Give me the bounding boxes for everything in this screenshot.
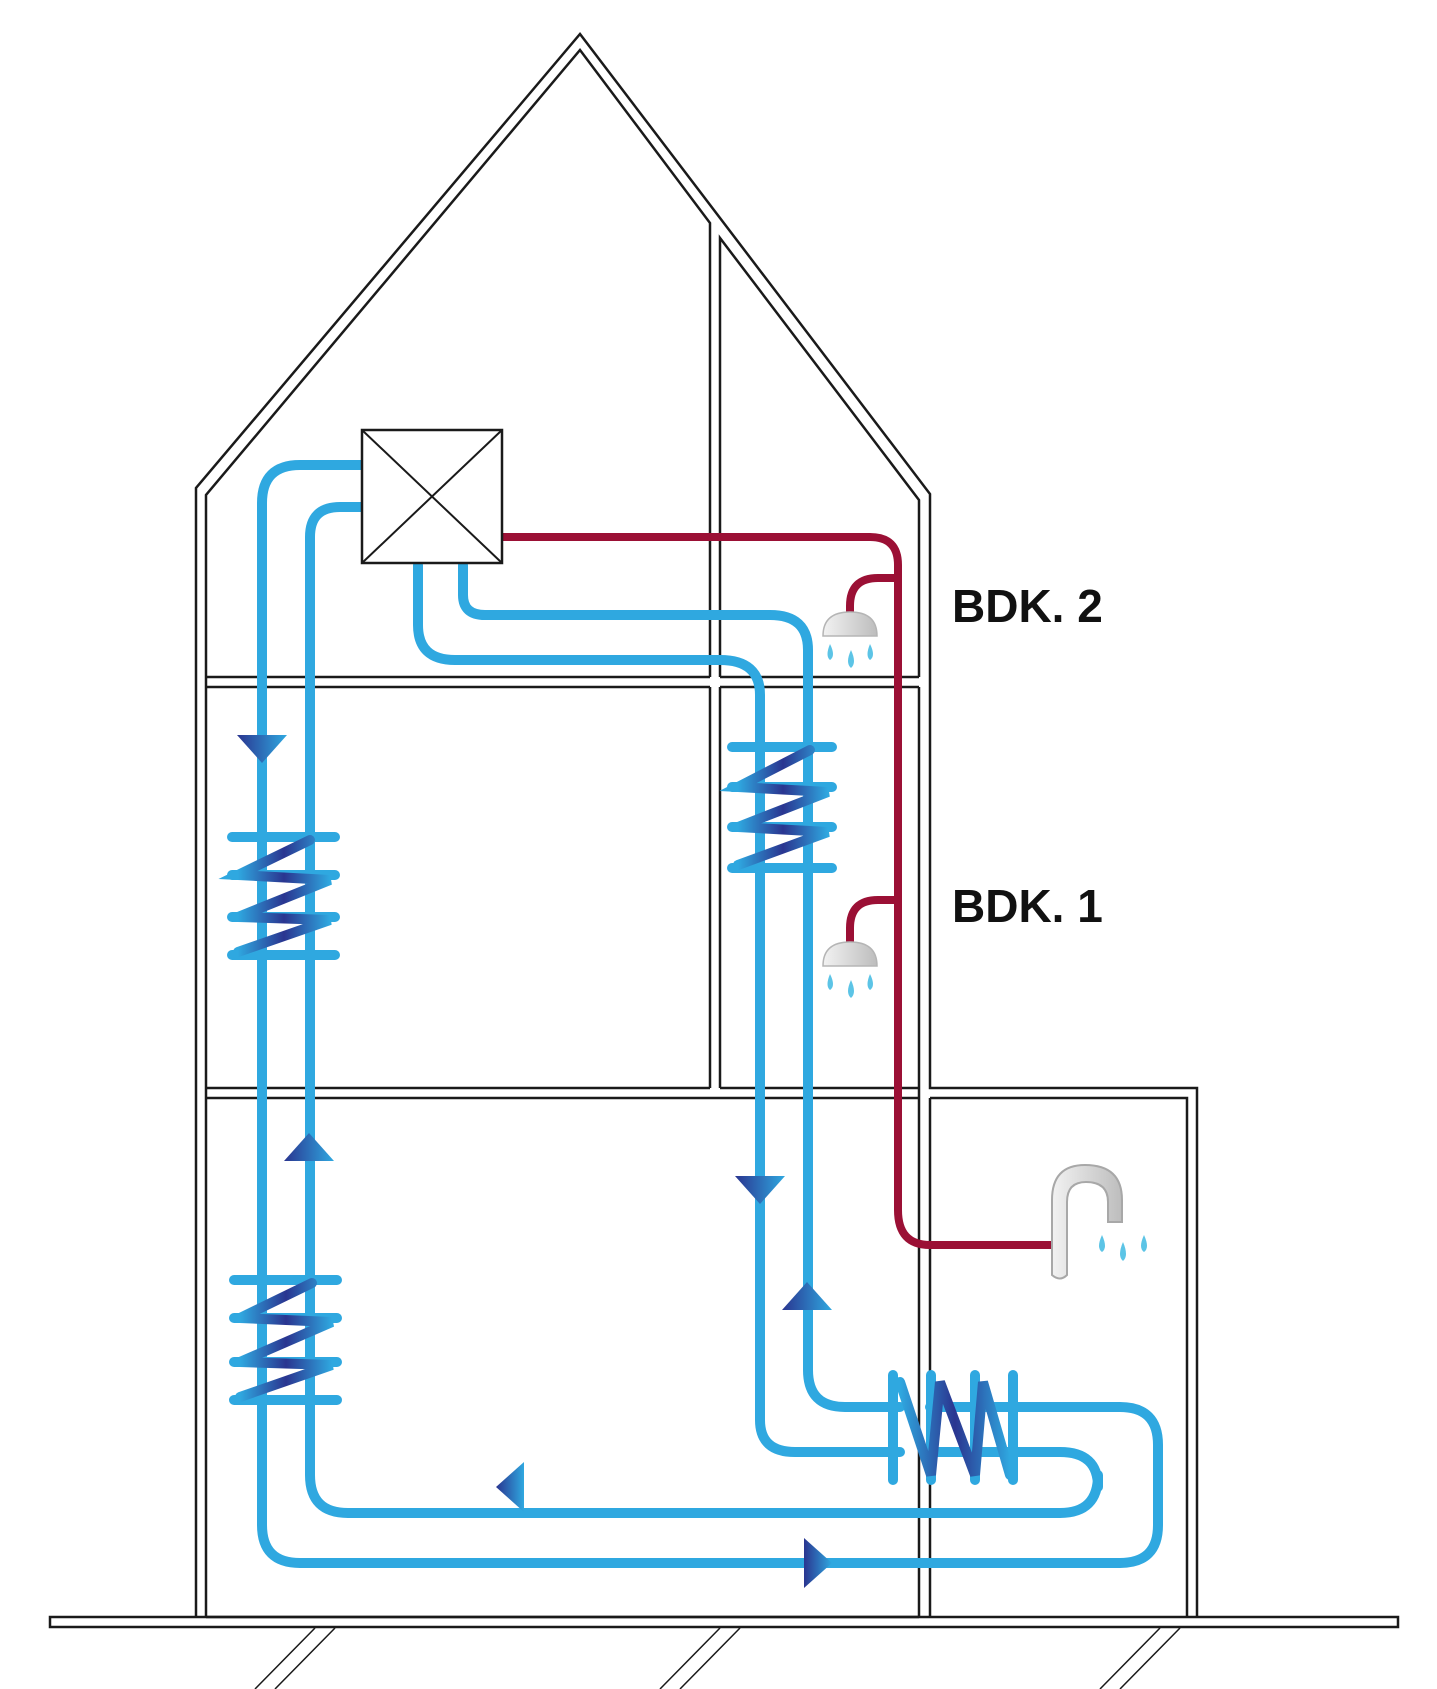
coil-bottom-right [888,1370,1018,1485]
triangle-arrow-icon [496,1462,524,1512]
pipe-left-inner [305,502,1103,1518]
triangle-arrow-icon [782,1282,832,1310]
coil-center [719,742,837,873]
droplet [848,980,854,998]
coil-zig [719,745,830,870]
droplet [827,974,833,990]
shower-1 [822,941,878,998]
triangle-arrow-icon [284,1133,334,1161]
tap [1051,1163,1147,1280]
floor-2-label: BDK. 2 [952,580,1103,632]
inner-roof-right [718,234,921,677]
shower-head-icon [822,611,878,637]
triangle-arrow-icon [735,1176,785,1204]
droplet [867,974,873,990]
coil-zig [218,835,332,957]
pipe-center-inner [458,560,905,1412]
coil-zig [895,1377,1015,1480]
house-outline [48,32,1400,1689]
droplet [1141,1235,1147,1252]
floor-1-label: BDK. 1 [952,880,1103,932]
hot-water-branch-2 [846,574,902,622]
faucet-icon [1051,1163,1123,1280]
heat-pump-unit [360,428,504,565]
flow-arrows [237,735,832,1588]
triangle-arrow-icon [804,1538,832,1588]
hot-water-branch-1 [846,896,902,952]
ground-hatch [254,1627,1181,1689]
triangle-arrow-icon [237,735,287,763]
droplet [827,644,833,660]
shower-2 [822,611,878,668]
droplet [1099,1235,1105,1252]
pipe-left-outer [257,460,1163,1568]
droplet [1120,1242,1126,1261]
shower-head-icon [822,941,878,967]
hot-water-main [498,533,1056,1249]
coil-left-upper [218,832,340,960]
droplet [867,644,873,660]
inner-wall-roof [204,47,712,1617]
boxed-x-cross [361,429,503,564]
pipe-center-outer [413,560,905,1457]
droplet [848,650,854,668]
coil-left-lower [229,1275,342,1405]
coil-zig [235,1278,334,1402]
hot-water-line [498,533,1056,1249]
ground-line [48,1615,1400,1629]
annex-inner [930,1096,1189,1617]
outer-wall-roof [194,32,1199,1617]
